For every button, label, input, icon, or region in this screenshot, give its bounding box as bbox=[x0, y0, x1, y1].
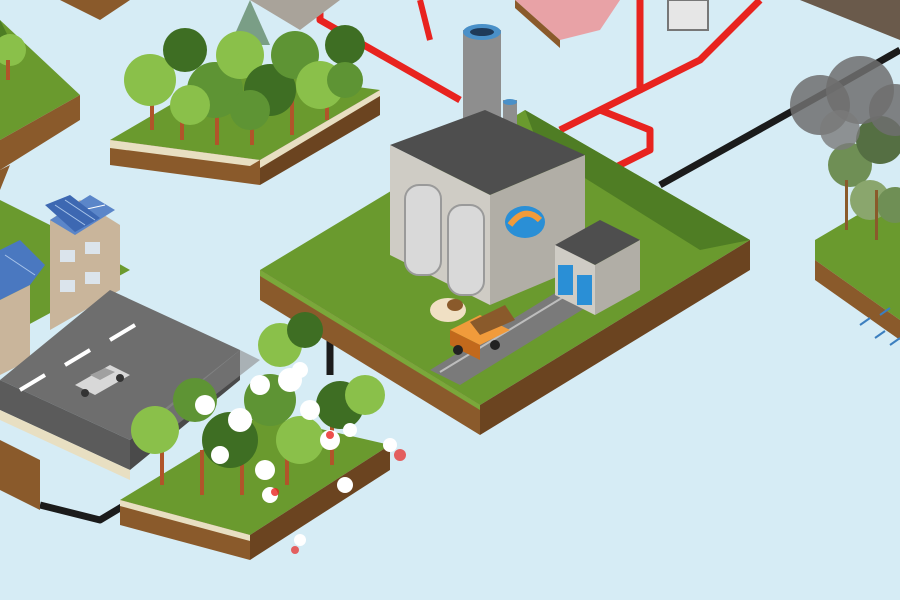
bird-icon bbox=[430, 298, 466, 322]
blossom-forest-tile bbox=[120, 312, 406, 560]
tree-icon bbox=[131, 312, 385, 495]
tile-top-edge bbox=[60, 0, 900, 48]
tile-left-edge bbox=[0, 165, 10, 190]
car-icon bbox=[75, 365, 130, 397]
truck-icon bbox=[430, 298, 515, 360]
company-logo-icon bbox=[505, 206, 545, 238]
forest-tile-top bbox=[110, 0, 380, 185]
grass-tile-top-left bbox=[0, 20, 80, 170]
cloud-icon bbox=[790, 56, 900, 150]
tree-icon bbox=[124, 0, 365, 145]
smoky-forest-tile bbox=[790, 56, 900, 346]
blossom-icon bbox=[195, 362, 406, 554]
rain-icon bbox=[859, 307, 900, 346]
driveway bbox=[430, 290, 590, 385]
factory-icon bbox=[390, 24, 640, 315]
solar-houses-tile bbox=[0, 195, 130, 375]
solar-panel-icon bbox=[0, 195, 100, 300]
